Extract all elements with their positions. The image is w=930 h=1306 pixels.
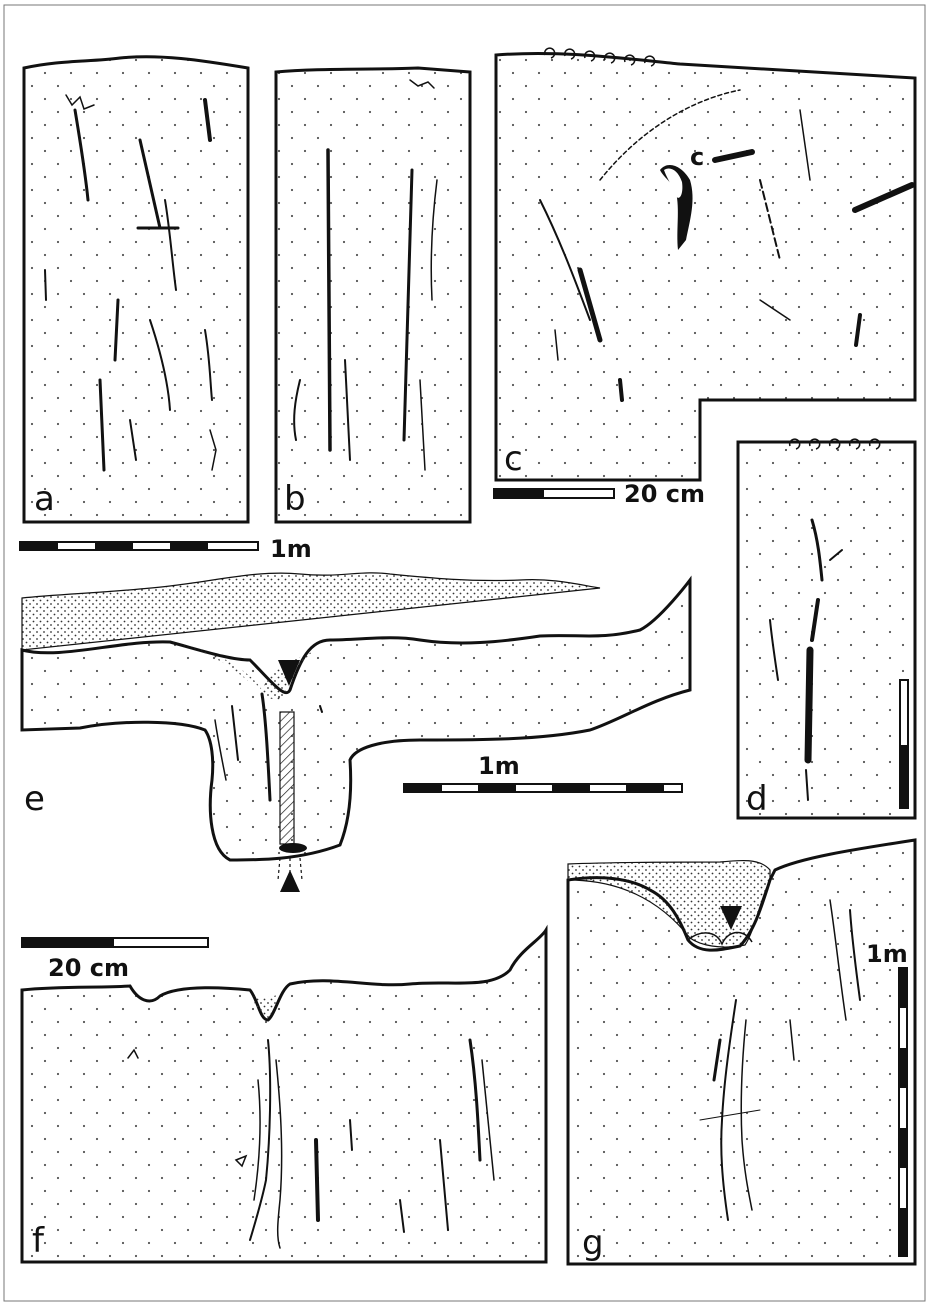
panel-c: c c [496, 48, 915, 480]
panel-g: 1m g [568, 840, 915, 1264]
scale-bar-g-label: 1m [866, 940, 908, 968]
panel-d: d [738, 439, 915, 819]
panel-e-nodule [279, 843, 307, 853]
scale-bar-f-label: 20 cm [48, 954, 129, 982]
panel-f-label: f [32, 1221, 45, 1261]
panel-b-label: b [284, 479, 306, 519]
scale-bar-d [900, 680, 908, 808]
scale-bar-c-label: 20 cm [624, 480, 705, 508]
panel-c-outline [496, 53, 915, 480]
panel-e-hatched-column [280, 712, 294, 844]
panel-e: 1m e [22, 573, 690, 892]
panel-a-outline [24, 57, 248, 522]
arrowhead-up-icon [280, 870, 300, 892]
panel-a: a [24, 57, 248, 522]
scale-bar-c: 20 cm [494, 480, 705, 508]
scale-bar-ab: 1m [20, 535, 312, 563]
scale-bar-e-label: 1m [478, 752, 520, 780]
scale-bar-f: 20 cm [22, 938, 208, 982]
scale-bar-ab-label: 1m [270, 535, 312, 563]
panel-b: b [276, 68, 470, 522]
panel-d-label: d [746, 779, 768, 819]
panel-g-label: g [582, 1223, 604, 1263]
panel-c-callout: c [690, 143, 704, 171]
panel-e-label: e [24, 779, 45, 819]
scale-bar-e: 1m [404, 752, 682, 792]
panel-c-label: c [504, 439, 523, 479]
panel-a-label: a [34, 479, 55, 519]
panel-d-outline [738, 442, 915, 818]
panel-b-outline [276, 68, 470, 522]
